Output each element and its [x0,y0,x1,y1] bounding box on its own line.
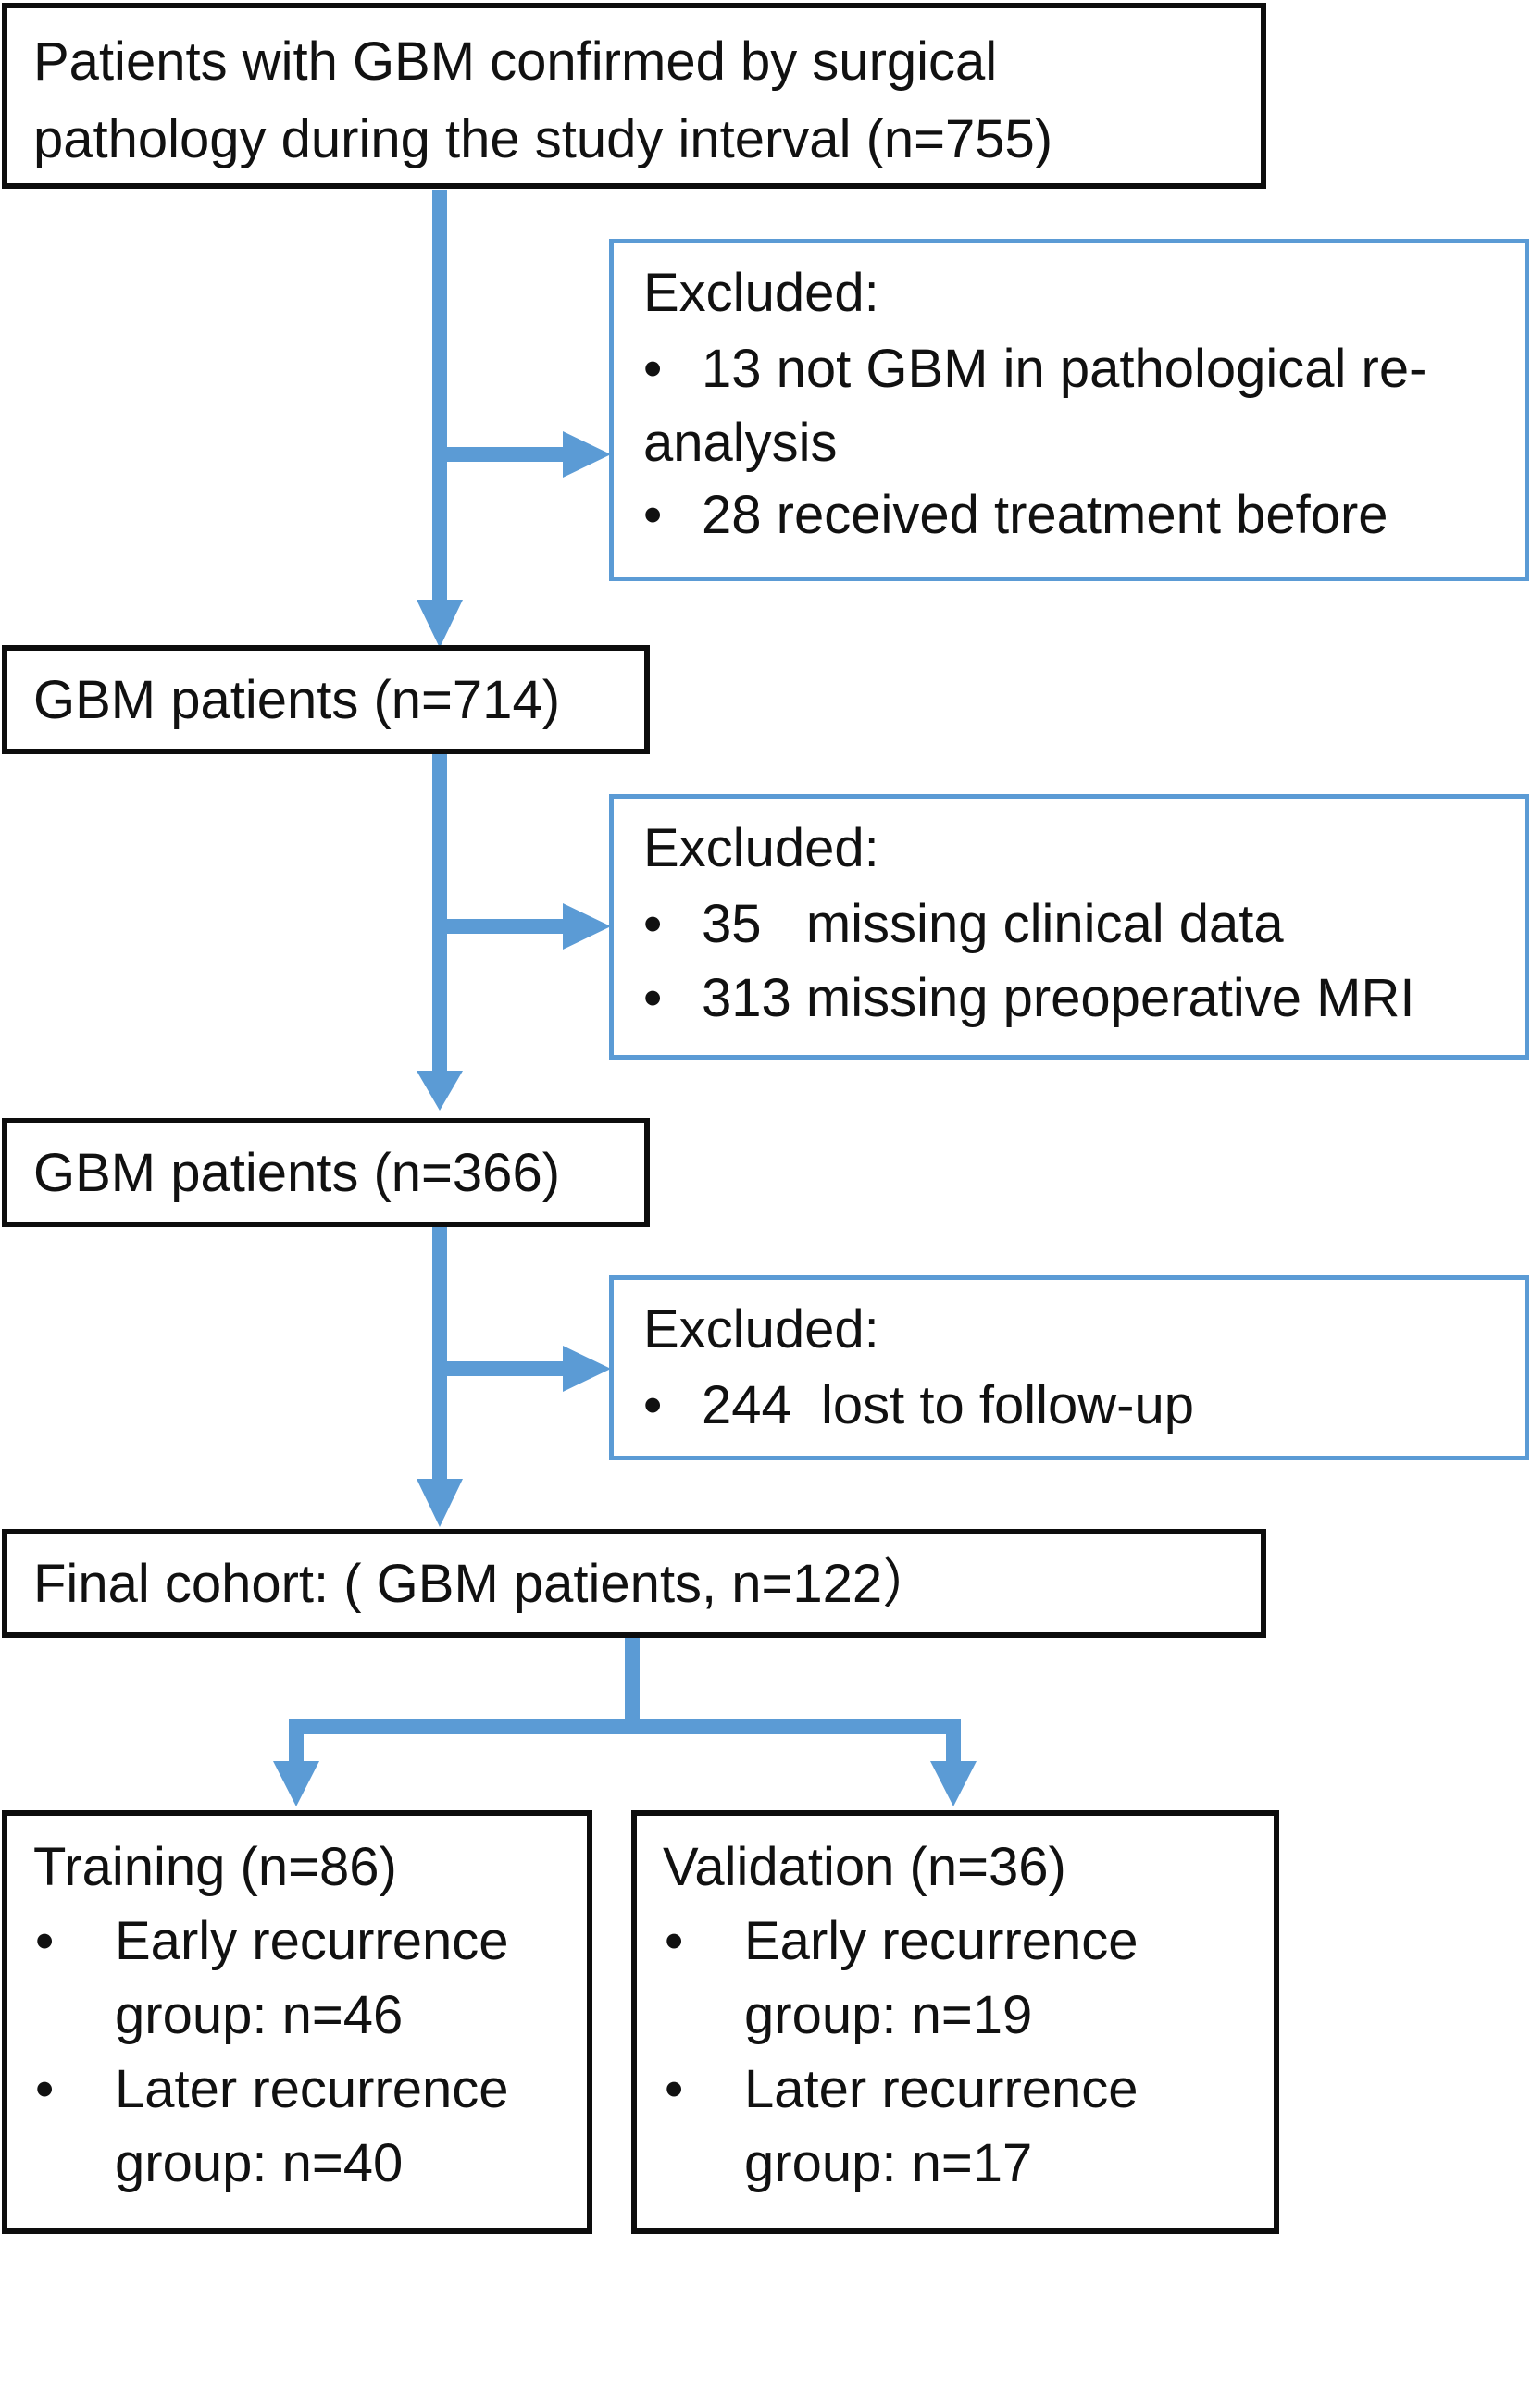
start-box: Patients with GBM confirmed by surgical … [2,3,1266,189]
gbm-patients-714-text: GBM patients (n=714) [33,670,561,730]
bullet-icon: • [35,1911,55,1971]
branch-head-3 [563,1346,611,1392]
training-item: group: n=40 [115,2133,404,2193]
flow-arrows [273,190,977,1806]
arrow-shaft-2 [432,751,447,1075]
bullet-icon: • [643,1375,663,1435]
final-cohort-box: Final cohort: ( GBM patients, n=122） [2,1529,1266,1638]
excluded-box-3: Excluded: • 244 lost to follow-up [609,1275,1529,1460]
excluded-heading-2: Excluded: [643,818,879,878]
excluded-item: 313 missing preoperative MRI [702,968,1415,1028]
validation-item: group: n=17 [744,2133,1033,2193]
arrow-head-2 [417,1071,463,1111]
excluded-item: 13 not GBM in pathological re- [702,339,1427,399]
branch-shaft-1 [447,447,567,462]
bullet-icon: • [665,1911,684,1971]
excluded-item: 28 received treatment before [702,485,1388,545]
split-right-drop [946,1719,961,1766]
excluded-item: 35 missing clinical data [702,894,1284,954]
split-left-drop [289,1719,304,1766]
bullet-icon: • [665,2059,684,2119]
split-left-head [273,1761,319,1806]
split-right-head [930,1761,977,1806]
excluded-item: 244 lost to follow-up [702,1375,1194,1435]
training-item: group: n=46 [115,1985,404,2045]
split-stem [625,1633,640,1731]
final-cohort-text: Final cohort: ( GBM patients, n=122） [33,1554,937,1614]
validation-item: group: n=19 [744,1985,1033,2045]
gbm-patients-366-text: GBM patients (n=366) [33,1143,561,1203]
branch-head-1 [563,431,611,478]
branch-head-2 [563,903,611,950]
gbm-patients-366-box: GBM patients (n=366) [2,1118,650,1227]
bullet-icon: • [643,894,663,954]
excluded-box-2: Excluded: • 35 missing clinical data • 3… [609,794,1529,1060]
gbm-patients-714-box: GBM patients (n=714) [2,645,650,754]
bullet-icon: • [35,2059,55,2119]
bullet-icon: • [643,485,663,545]
arrow-head-3 [417,1479,463,1527]
training-box: Training (n=86) • Early recurrence group… [2,1810,592,2234]
training-item: Later recurrence [115,2059,509,2119]
excluded-heading-3: Excluded: [643,1299,879,1359]
validation-item: Early recurrence [744,1911,1139,1971]
validation-box: Validation (n=36) • Early recurrence gro… [631,1810,1279,2234]
excluded-box-1: Excluded: • 13 not GBM in pathological r… [609,239,1529,581]
start-line-2: pathology during the study interval (n=7… [33,109,1053,169]
arrow-shaft-3 [432,1224,447,1483]
branch-shaft-3 [447,1361,567,1376]
training-item: Early recurrence [115,1911,509,1971]
excluded-item: analysis [643,413,838,473]
arrow-head-1 [417,600,463,648]
training-heading: Training (n=86) [33,1837,397,1897]
start-line-1: Patients with GBM confirmed by surgical [33,31,998,92]
validation-item: Later recurrence [744,2059,1139,2119]
split-bar [289,1719,961,1734]
branch-shaft-2 [447,919,567,934]
bullet-icon: • [643,339,663,399]
excluded-heading-1: Excluded: [643,263,879,323]
bullet-icon: • [643,968,663,1028]
arrow-shaft-1 [432,190,447,604]
validation-heading: Validation (n=36) [663,1837,1066,1897]
